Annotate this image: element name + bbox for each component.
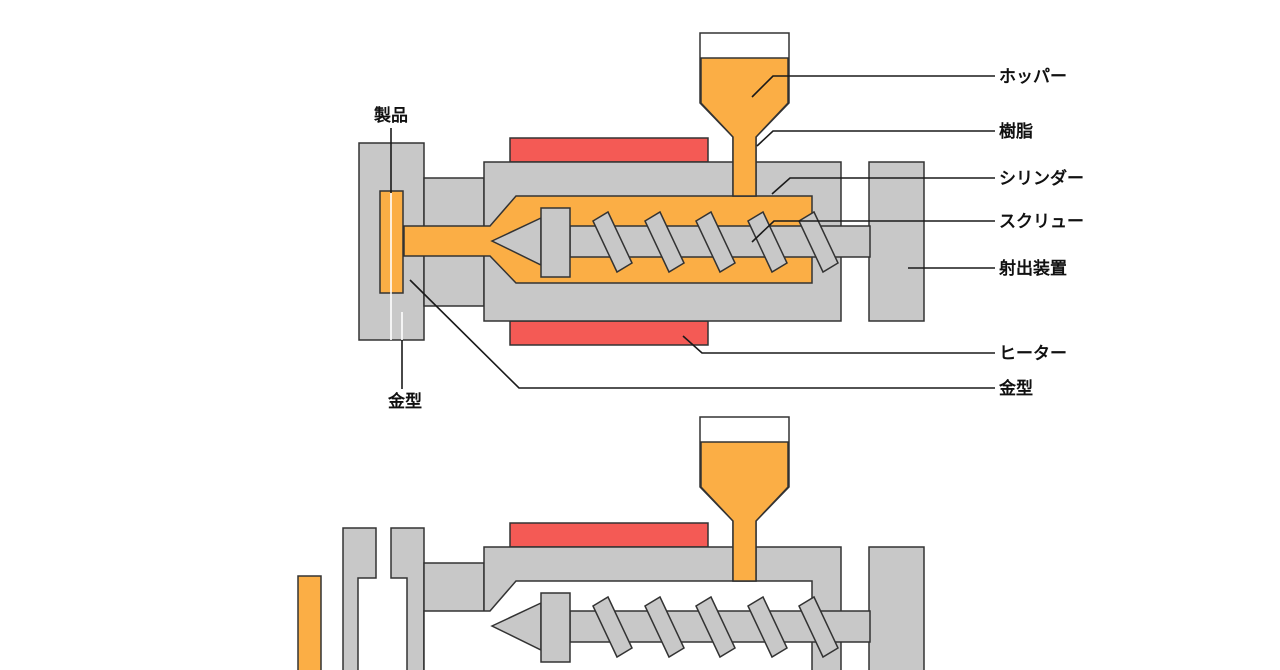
heater-top-2 (509, 522, 709, 548)
bottom-diagram (297, 416, 925, 670)
mold-half-left (342, 527, 377, 670)
ejected-product (297, 575, 322, 670)
injection-unit-2 (868, 546, 925, 670)
screw-head-2 (540, 592, 571, 663)
screw-flights-2 (592, 595, 839, 659)
hopper-2 (699, 416, 790, 582)
screw-flights (592, 210, 839, 274)
top-diagram: 製品 金型 ホッパー 樹脂 シリンダー スクリュー 射出装置 ヒーター 金型 (358, 32, 1084, 412)
label-resin: 樹脂 (999, 121, 1033, 142)
label-heater: ヒーター (999, 344, 1067, 364)
leader-lines (390, 75, 995, 389)
label-injection-unit: 射出装置 (998, 258, 1067, 279)
label-hopper: ホッパー (999, 67, 1067, 87)
label-product: 製品 (373, 105, 408, 126)
injection-unit (868, 161, 925, 322)
heater-top (509, 137, 709, 163)
heater-bottom (509, 320, 709, 346)
label-mold-left: 金型 (387, 391, 422, 412)
hopper (699, 32, 790, 197)
label-mold-right: 金型 (998, 378, 1033, 399)
mold-half-right (390, 527, 425, 670)
label-cylinder: シリンダー (999, 168, 1084, 189)
label-screw: スクリュー (999, 212, 1084, 232)
screw-head (540, 207, 571, 278)
